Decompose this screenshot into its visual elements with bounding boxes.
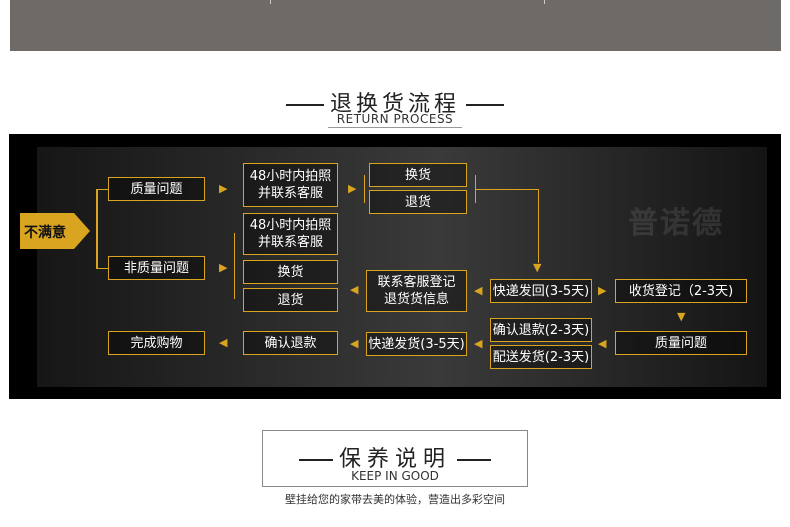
- connector: [234, 233, 235, 299]
- return-node-1: 退货: [369, 190, 467, 214]
- start-badge: 不满意: [20, 213, 90, 249]
- photo-contact-node-2: 48小时内拍照 并联系客服: [243, 213, 338, 255]
- node-text: 并联系客服: [257, 186, 323, 201]
- title-text: 退换货流程: [329, 92, 460, 117]
- photo-contact-node-1: 48小时内拍照 并联系客服: [243, 163, 338, 207]
- start-arrow-shape: [20, 213, 90, 249]
- subtitle-underline: [328, 127, 462, 128]
- care-description: 壁挂给您的家带去美的体验，营造出多彩空间: [285, 493, 505, 506]
- connector: [475, 189, 538, 190]
- complete-node: 完成购物: [108, 331, 205, 355]
- arrow-right-icon: ▶: [598, 284, 607, 297]
- arrow-down-icon: ▼: [677, 310, 686, 323]
- title-dash-left: [298, 459, 333, 461]
- brand-watermark: 普诺德: [628, 206, 724, 241]
- connector: [96, 268, 108, 269]
- arrow-left-icon: ◀: [474, 337, 483, 350]
- divider: [544, 0, 545, 4]
- start-label: 不满意: [24, 225, 66, 241]
- arrow-left-icon: ◀: [219, 336, 228, 349]
- confirm-refund-short-node: 确认退款: [243, 331, 338, 355]
- non-quality-issue-node: 非质量问题: [108, 256, 205, 280]
- top-banner: [10, 0, 781, 51]
- section-subtitle: RETURN PROCESS: [336, 112, 454, 126]
- branch-line: [96, 189, 98, 269]
- connector: [538, 189, 539, 263]
- confirm-refund-node: 确认退款(2-3天): [490, 318, 592, 342]
- title-dash-left: [285, 104, 324, 106]
- return-node-2: 退货: [243, 288, 338, 312]
- contact-register-node: 联系客服登记 退货货信息: [366, 270, 467, 312]
- arrow-right-icon: ▶: [219, 182, 228, 195]
- title-dash-right: [466, 104, 504, 106]
- care-title-frame: [262, 430, 528, 487]
- courier-ship-node: 快递发货(3-5天): [366, 332, 467, 356]
- divider: [270, 0, 271, 4]
- node-text: 联系客服登记: [377, 275, 456, 290]
- process-area: [37, 147, 767, 387]
- arrow-right-icon: ▶: [348, 182, 357, 195]
- arrow-left-icon: ◀: [598, 337, 607, 350]
- node-text: 48小时内拍照: [249, 169, 332, 184]
- care-subtitle: KEEP IN GOOD: [351, 469, 439, 483]
- connector: [364, 175, 365, 203]
- arrow-left-icon: ◀: [350, 283, 359, 296]
- receive-register-node: 收货登记（2-3天): [615, 279, 747, 303]
- node-text: 退货货信息: [383, 292, 449, 307]
- arrow-right-icon: ▶: [219, 261, 228, 274]
- deliver-ship-node: 配送发货(2-3天): [490, 345, 592, 369]
- title-dash-right: [457, 459, 491, 461]
- exchange-node-1: 换货: [369, 163, 467, 187]
- node-text: 并联系客服: [257, 235, 323, 250]
- quality-issue-node: 质量问题: [108, 177, 205, 201]
- courier-return-node: 快递发回(3-5天): [490, 279, 592, 303]
- care-title: 保养说明: [0, 441, 790, 473]
- exchange-node-2: 换货: [243, 260, 338, 284]
- quality-check-node: 质量问题: [615, 331, 747, 355]
- connector: [96, 189, 108, 190]
- section-title: 退换货流程: [0, 86, 790, 118]
- node-text: 48小时内拍照: [249, 218, 332, 233]
- arrow-down-icon: ▼: [533, 261, 542, 274]
- arrow-left-icon: ◀: [350, 337, 359, 350]
- arrow-left-icon: ◀: [474, 284, 483, 297]
- care-title-text: 保养说明: [338, 447, 451, 472]
